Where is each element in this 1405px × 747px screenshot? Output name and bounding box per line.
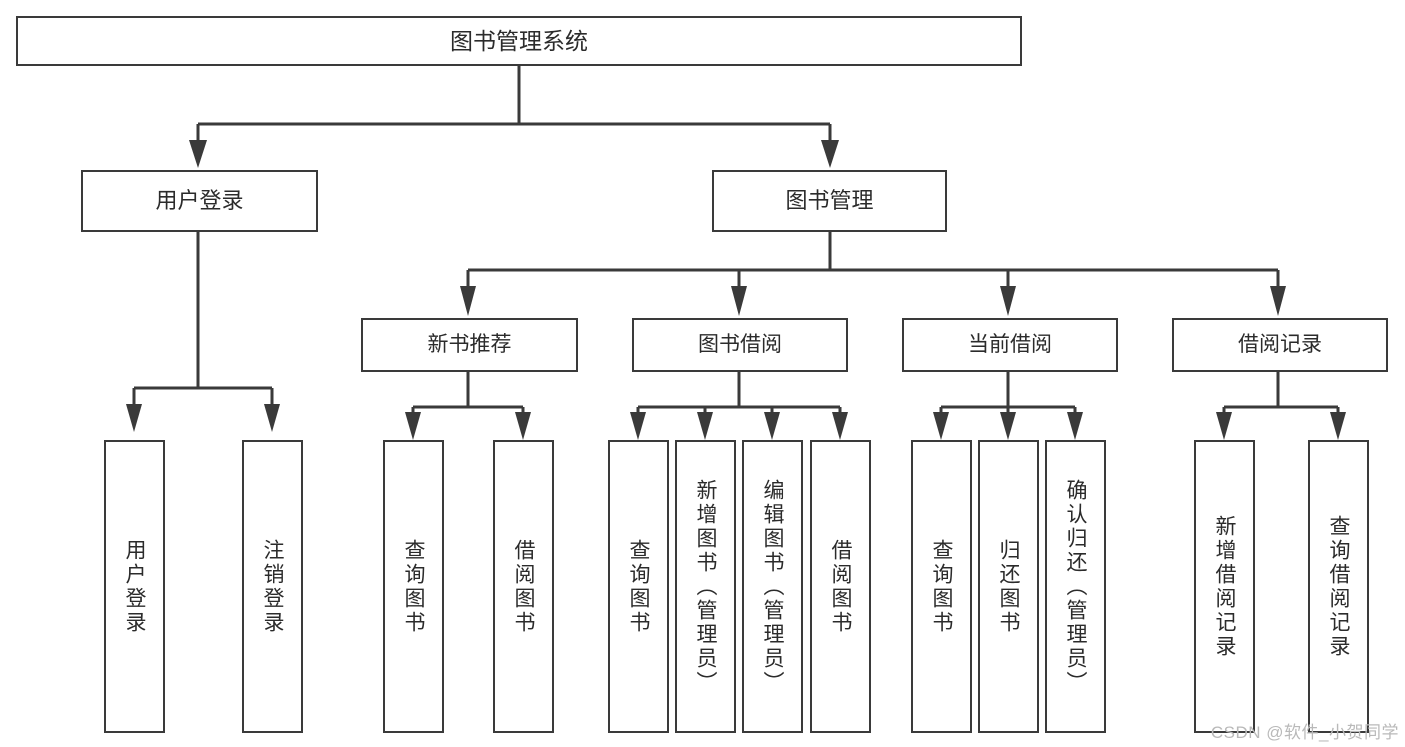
node-label: 借阅记录 [1238, 332, 1322, 356]
node-label: 用户登录 [155, 188, 244, 214]
leaf-current-query-book[interactable]: 查询图书 [911, 440, 972, 733]
leaf-record-add-record[interactable]: 新增借阅记录 [1194, 440, 1255, 733]
leaf-label: 新增图书（管理员） [694, 478, 717, 695]
leaf-recommend-query-book[interactable]: 查询图书 [383, 440, 444, 733]
leaf-label: 查询借阅记录 [1327, 514, 1350, 659]
leaf-label: 查询图书 [930, 538, 953, 635]
node-label: 图书管理 [785, 188, 874, 214]
leaf-label: 借阅图书 [829, 538, 852, 635]
node-user-login[interactable]: 用户登录 [81, 170, 318, 232]
node-label: 新书推荐 [427, 332, 512, 356]
node-book-borrow[interactable]: 图书借阅 [632, 318, 848, 372]
node-root-system[interactable]: 图书管理系统 [16, 16, 1022, 66]
leaf-borrow-query-book[interactable]: 查询图书 [608, 440, 669, 733]
leaf-label: 注销登录 [261, 538, 284, 635]
leaf-user-login-logout[interactable]: 注销登录 [242, 440, 303, 733]
leaf-user-login-login[interactable]: 用户登录 [104, 440, 165, 733]
leaf-label: 编辑图书（管理员） [761, 478, 784, 695]
leaf-current-confirm-return-admin[interactable]: 确认归还（管理员） [1045, 440, 1106, 733]
leaf-recommend-borrow-book[interactable]: 借阅图书 [493, 440, 554, 733]
node-book-management[interactable]: 图书管理 [712, 170, 947, 232]
leaf-borrow-borrow-book[interactable]: 借阅图书 [810, 440, 871, 733]
leaf-label: 借阅图书 [512, 538, 535, 635]
leaf-label: 新增借阅记录 [1213, 514, 1236, 659]
node-label: 当前借阅 [968, 332, 1052, 356]
node-borrow-record[interactable]: 借阅记录 [1172, 318, 1388, 372]
node-current-borrow[interactable]: 当前借阅 [902, 318, 1118, 372]
leaf-borrow-add-book-admin[interactable]: 新增图书（管理员） [675, 440, 736, 733]
leaf-label: 用户登录 [123, 538, 146, 635]
leaf-label: 查询图书 [627, 538, 650, 635]
node-label: 图书借阅 [698, 332, 782, 356]
node-label: 图书管理系统 [450, 27, 588, 54]
leaf-current-return-book[interactable]: 归还图书 [978, 440, 1039, 733]
node-new-book-recommend[interactable]: 新书推荐 [361, 318, 578, 372]
csdn-watermark: CSDN @软件_小贺同学 [1210, 723, 1399, 742]
leaf-label: 归还图书 [997, 538, 1020, 635]
leaf-borrow-edit-book-admin[interactable]: 编辑图书（管理员） [742, 440, 803, 733]
leaf-label: 查询图书 [402, 538, 425, 635]
leaf-record-query-record[interactable]: 查询借阅记录 [1308, 440, 1369, 733]
leaf-label: 确认归还（管理员） [1064, 478, 1087, 695]
